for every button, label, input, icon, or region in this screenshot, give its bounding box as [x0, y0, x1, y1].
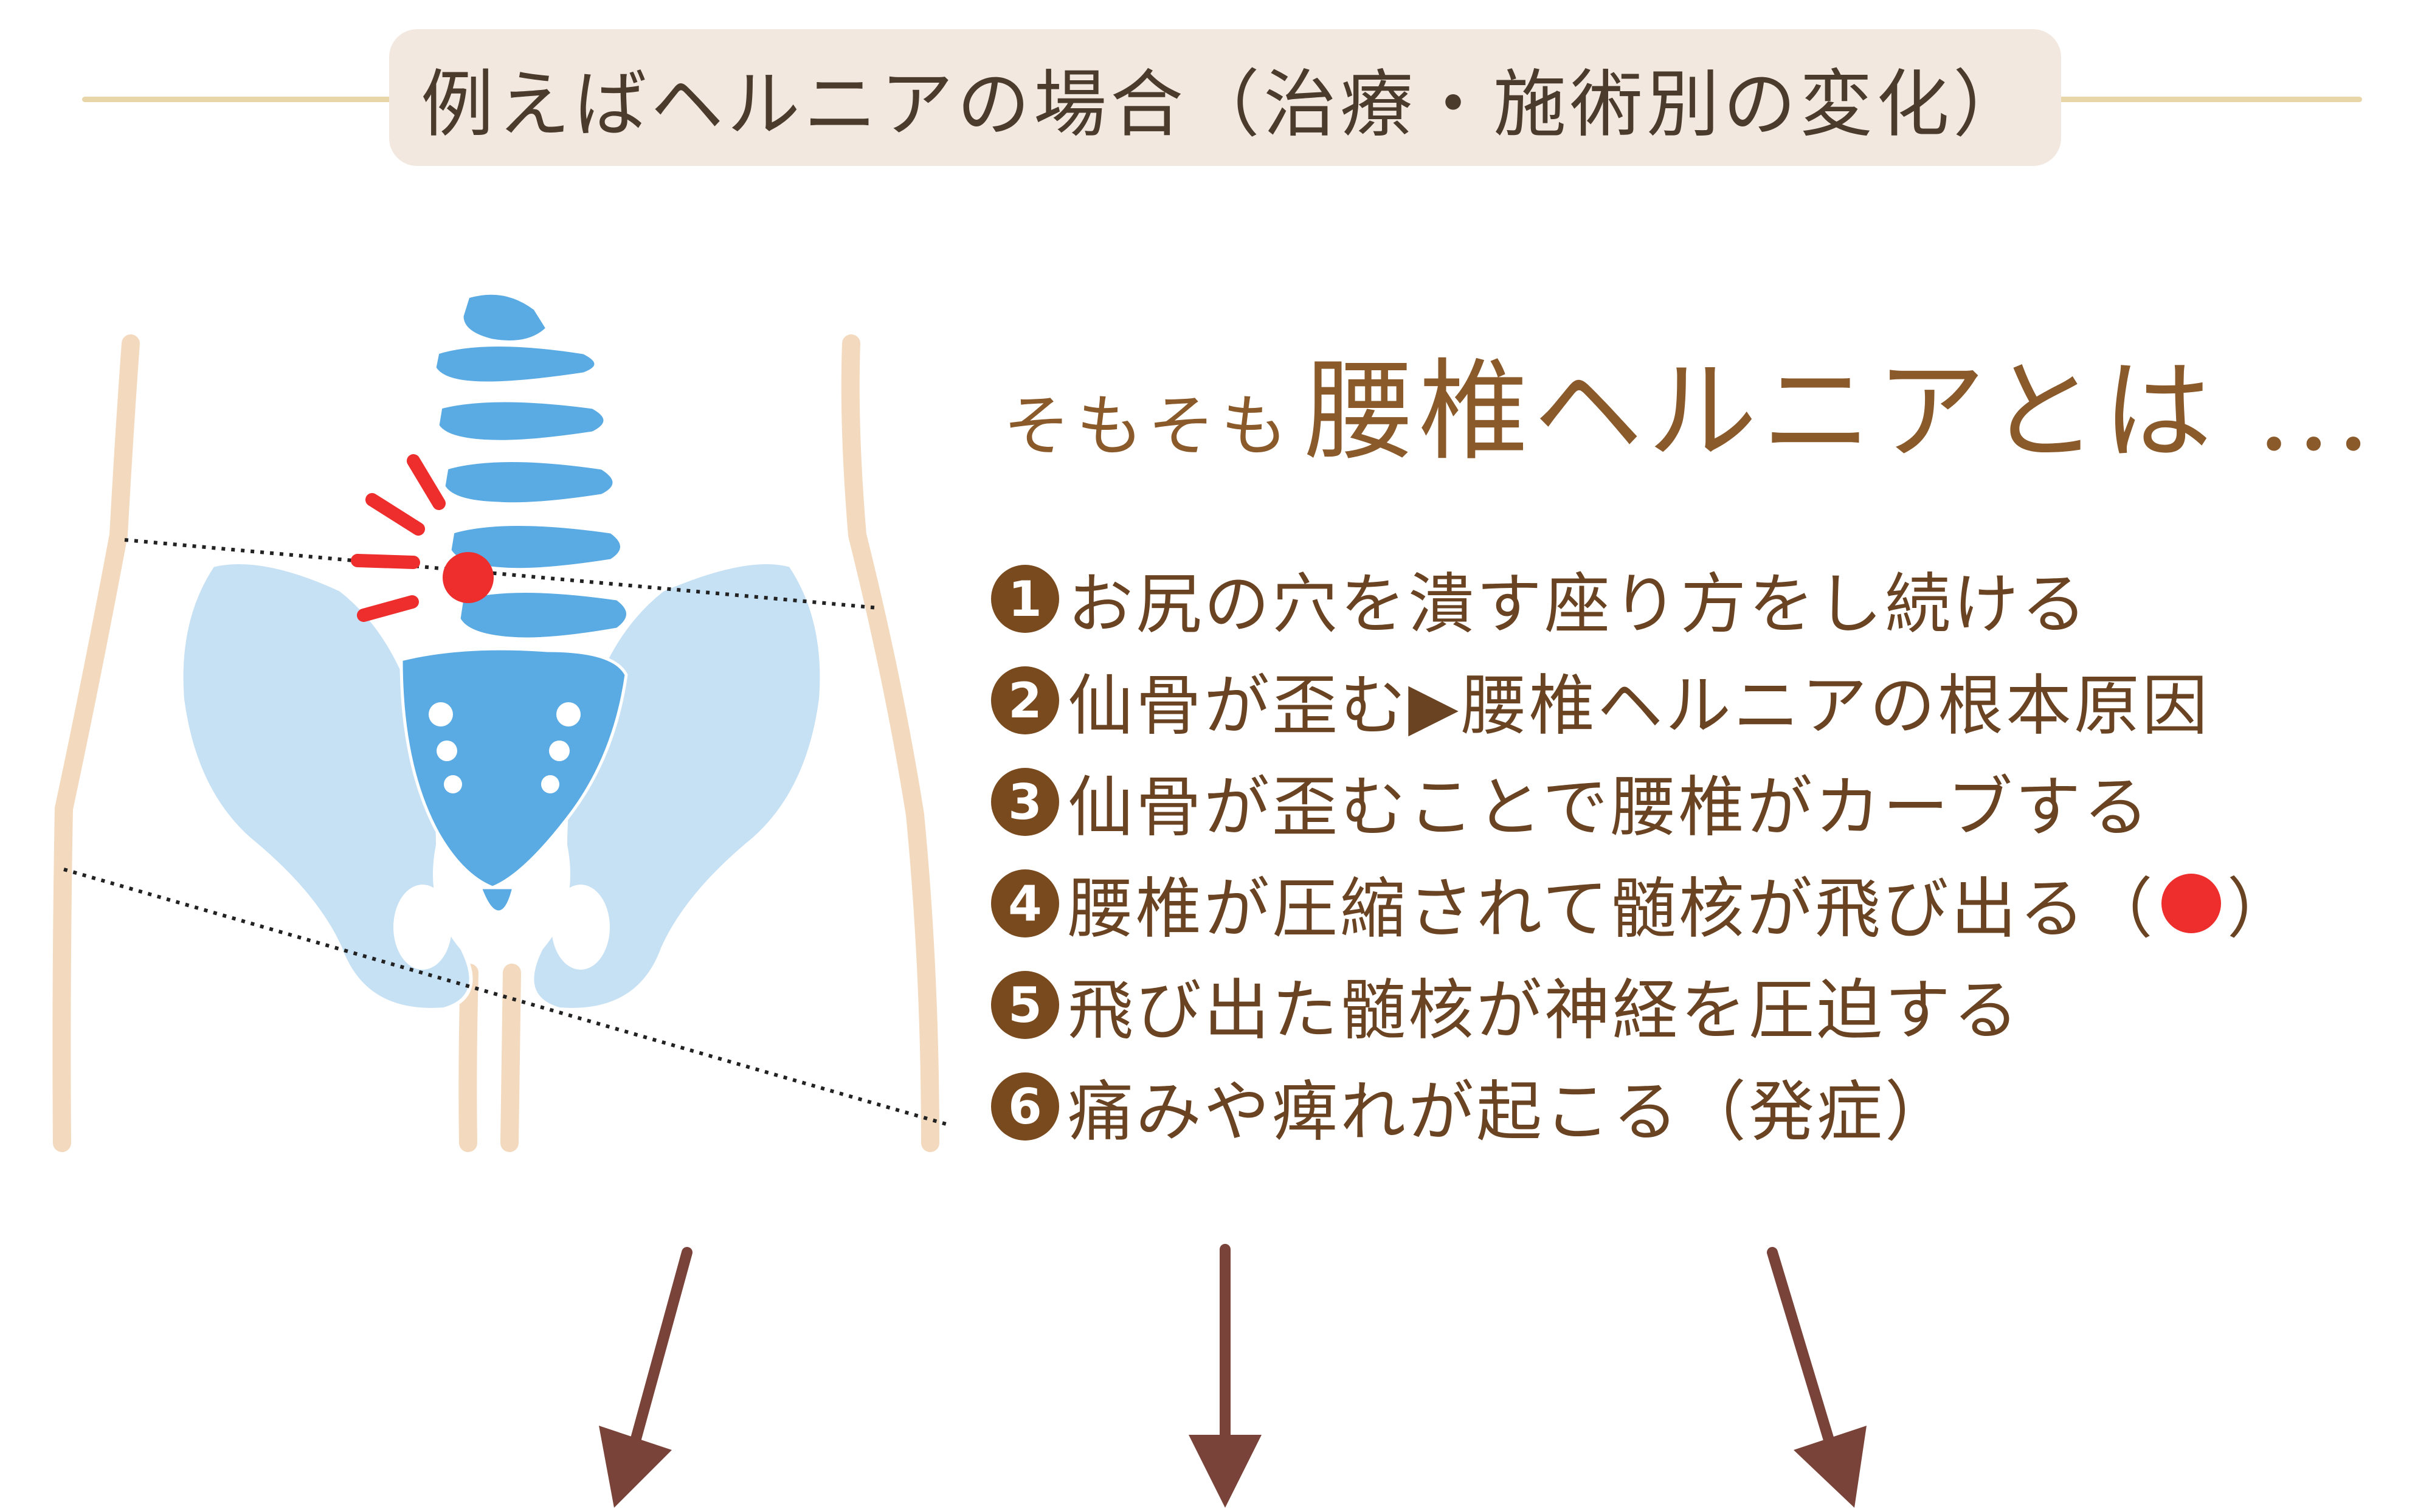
step-item: 6 痛みや痺れが起こる（発症）	[991, 1064, 1953, 1150]
arrow-head-center	[1189, 1435, 1262, 1508]
sacral-foramina	[429, 702, 581, 793]
step-text-close: ）	[2226, 871, 2293, 947]
step-number-badge: 6	[991, 1072, 1059, 1141]
pain-marker	[351, 454, 494, 622]
arrow-down-left-icon	[630, 1247, 693, 1446]
step-number-badge: 4	[991, 869, 1059, 937]
step-item: 4 腰椎が圧縮されて髄核が飛び出る（ ）	[991, 861, 2293, 947]
arrow-down-right-icon	[1767, 1247, 1836, 1449]
arrow-head-left	[599, 1426, 672, 1508]
step-item: 2 仙骨が歪む▶腰椎ヘルニアの根本原因	[991, 658, 2210, 744]
step-text: お尻の穴を潰す座り方をし続ける	[1068, 567, 2090, 643]
spine-pelvis-illustration	[52, 291, 949, 1152]
step-text: 飛び出た髄核が神経を圧迫する	[1068, 973, 2022, 1049]
heading-intro: そもそも	[1003, 387, 1294, 465]
red-dot-icon	[2161, 874, 2221, 933]
arrows-group	[599, 1244, 1867, 1508]
step-text: 痛みや痺れが起こる（発症）	[1068, 1074, 1954, 1150]
step-number-badge: 2	[991, 666, 1059, 734]
step-item: 1 お尻の穴を潰す座り方をし続ける	[991, 556, 2089, 643]
step-number-badge: 1	[991, 565, 1059, 633]
header-banner: 例えばヘルニアの場合（治療・施術別の変化）	[389, 29, 2061, 166]
section-heading: そもそも 腰椎ヘルニアとは ...	[1003, 322, 2375, 481]
step-item: 5 飛び出た髄核が神経を圧迫する	[991, 962, 2021, 1049]
step-item: 3 仙骨が歪むことで腰椎がカーブする	[991, 759, 2151, 846]
step-number-badge: 3	[991, 768, 1059, 836]
step-text: 仙骨が歪む▶腰椎ヘルニアの根本原因	[1068, 668, 2211, 744]
step-number-badge: 5	[991, 971, 1059, 1039]
alignment-lines	[63, 538, 949, 1127]
arrow-head-right	[1794, 1426, 1867, 1508]
step-text: 腰椎が圧縮されて髄核が飛び出る（	[1068, 871, 2155, 947]
body-outline	[52, 334, 939, 1152]
header-divider-right	[2052, 97, 2362, 102]
heading-main: 腰椎ヘルニアとは ...	[1304, 348, 2376, 475]
header-divider-left	[82, 97, 398, 102]
page-title: 例えばヘルニアの場合（治療・施術別の変化）	[421, 62, 2030, 147]
step-text: 仙骨が歪むことで腰椎がカーブする	[1068, 770, 2152, 846]
